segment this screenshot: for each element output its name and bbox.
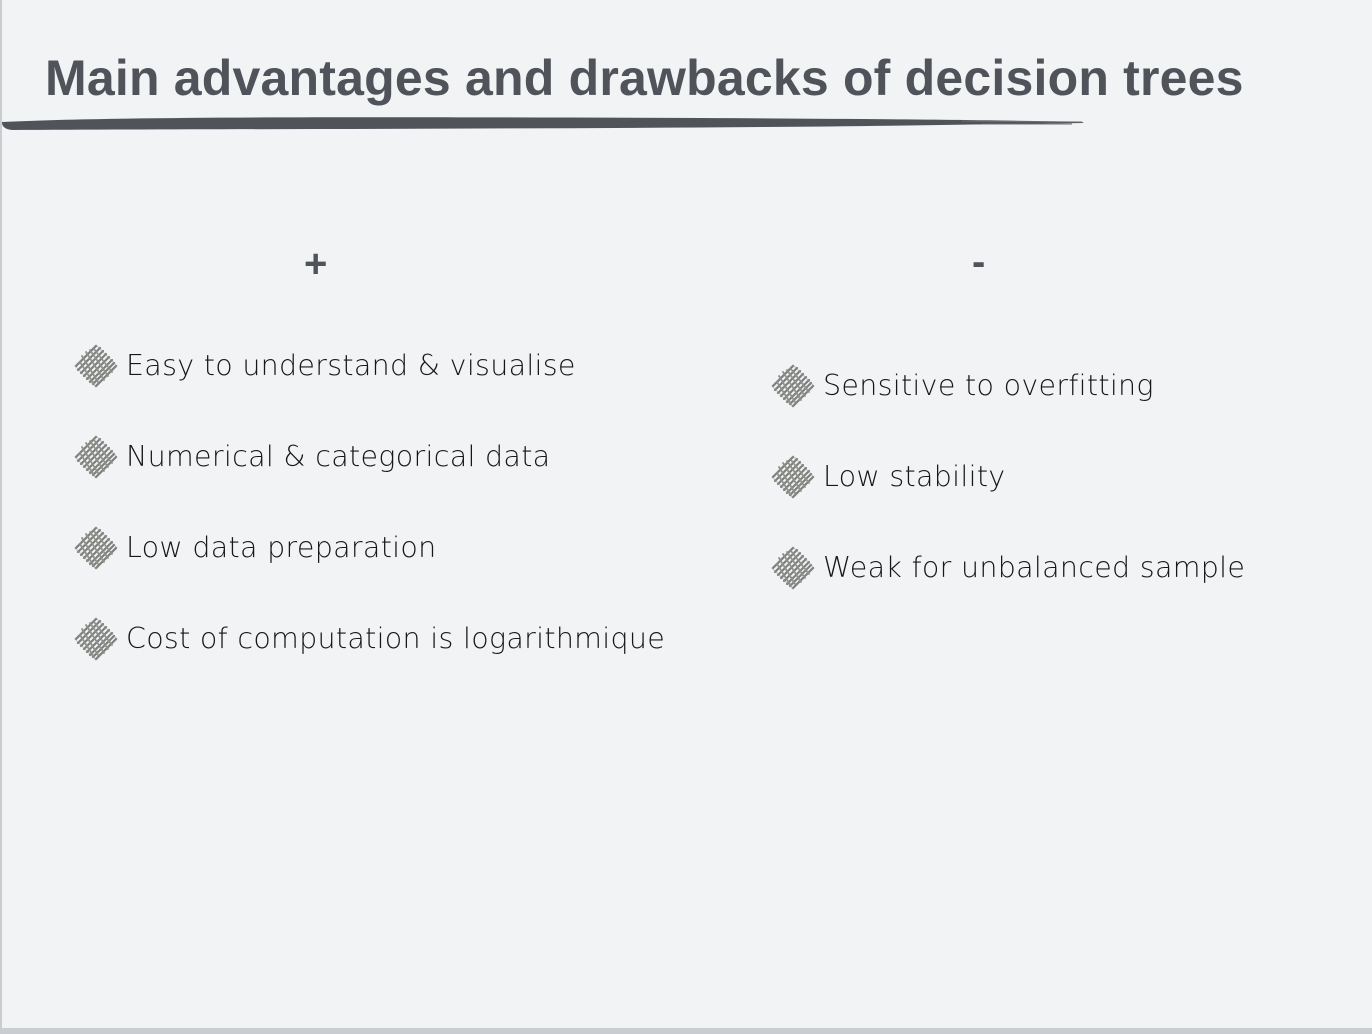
scribble-diamond-icon	[73, 434, 119, 480]
list-item: Weak for unbalanced sample	[769, 544, 1245, 635]
cons-item-text: Weak for unbalanced sample	[823, 551, 1246, 584]
scribble-diamond-icon	[770, 545, 816, 591]
pros-item-text: Numerical & categorical data	[126, 440, 551, 473]
cons-list: Sensitive to overfitting Low stability W…	[769, 362, 1245, 635]
slide-title: Main advantages and drawbacks of decisio…	[45, 50, 1244, 106]
list-item: Sensitive to overfitting	[769, 362, 1245, 453]
list-item: Easy to understand & visualise	[72, 342, 665, 433]
list-item: Low data preparation	[72, 524, 665, 615]
scribble-diamond-icon	[770, 363, 816, 409]
scribble-diamond-icon	[73, 525, 119, 571]
scribble-diamond-icon	[770, 454, 816, 500]
cons-heading: -	[972, 240, 986, 284]
pros-item-text: Low data preparation	[126, 531, 437, 564]
pros-item-text: Easy to understand & visualise	[126, 349, 576, 382]
cons-item-text: Low stability	[823, 460, 1006, 493]
brush-stroke-divider	[2, 117, 1084, 130]
list-item: Cost of computation is logarithmique	[72, 615, 665, 706]
scribble-diamond-icon	[73, 343, 119, 389]
list-item: Low stability	[769, 453, 1245, 544]
pros-heading: +	[304, 242, 328, 286]
pros-list: Easy to understand & visualise Numerical…	[72, 342, 665, 706]
cons-item-text: Sensitive to overfitting	[823, 369, 1154, 402]
scribble-diamond-icon	[73, 616, 119, 662]
pros-item-text: Cost of computation is logarithmique	[126, 622, 666, 655]
list-item: Numerical & categorical data	[72, 433, 665, 524]
